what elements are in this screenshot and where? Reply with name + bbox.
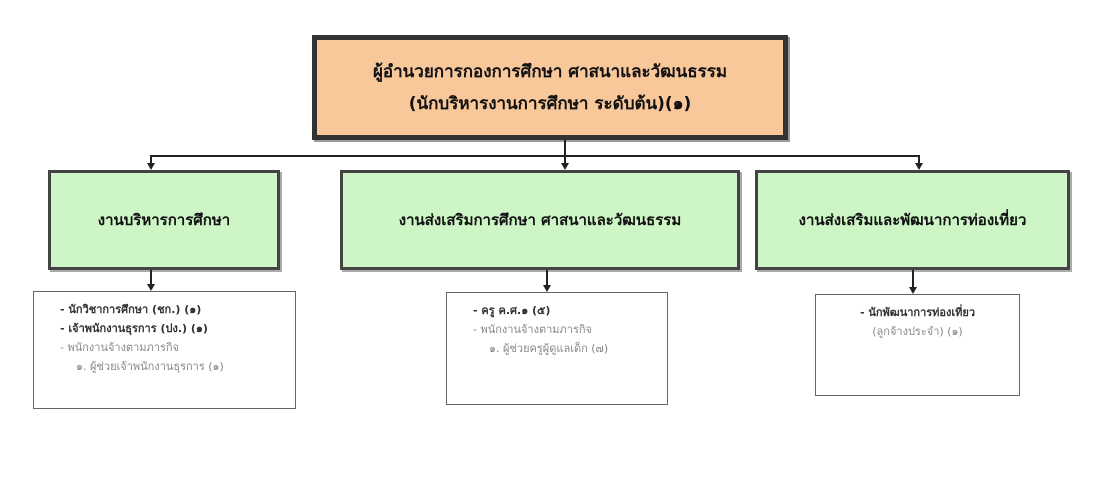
connector bbox=[150, 270, 152, 284]
staff-item: - พนักงานจ้างตามภารกิจ bbox=[60, 341, 179, 354]
staff-item: (ลูกจ้างประจำ) (๑) bbox=[872, 325, 963, 338]
connector bbox=[150, 155, 152, 164]
connector bbox=[546, 270, 548, 285]
staff-box-tourism: - นักพัฒนาการท่องเที่ยว (ลูกจ้างประจำ) (… bbox=[815, 294, 1020, 396]
arrow-icon bbox=[147, 163, 155, 170]
connector bbox=[564, 155, 566, 164]
connector bbox=[912, 270, 914, 287]
unit-name: งานบริหารการศึกษา bbox=[97, 211, 231, 229]
unit-box-tourism: งานส่งเสริมและพัฒนาการท่องเที่ยว bbox=[755, 170, 1070, 270]
connector bbox=[150, 155, 920, 157]
unit-box-education: งานส่งเสริมการศึกษา ศาสนาและวัฒนธรรม bbox=[340, 170, 740, 270]
staff-item: - ครู ค.ศ.๑ (๕) bbox=[473, 304, 551, 317]
arrow-icon bbox=[909, 287, 917, 294]
staff-item: - นักวิชาการศึกษา (ชก.) (๑) bbox=[60, 303, 202, 316]
staff-item: ๑. ผู้ช่วยครูผู้ดูแลเด็ก (๗) bbox=[489, 342, 609, 355]
staff-item: ๑. ผู้ช่วยเจ้าพนักงานธุรการ (๑) bbox=[76, 360, 224, 373]
arrow-icon bbox=[147, 284, 155, 291]
arrow-icon bbox=[561, 163, 569, 170]
arrow-icon bbox=[915, 163, 923, 170]
unit-name: งานส่งเสริมและพัฒนาการท่องเที่ยว bbox=[798, 211, 1027, 229]
unit-box-admin: งานบริหารการศึกษา bbox=[48, 170, 280, 270]
unit-name: งานส่งเสริมการศึกษา ศาสนาและวัฒนธรรม bbox=[398, 211, 682, 229]
director-title: ผู้อำนวยการกองการศึกษา ศาสนาและวัฒนธรรม bbox=[372, 61, 728, 82]
staff-item: - เจ้าพนักงานธุรการ (ปง.) (๑) bbox=[60, 322, 208, 335]
staff-box-admin: - นักวิชาการศึกษา (ชก.) (๑) - เจ้าพนักงา… bbox=[33, 291, 296, 409]
staff-item: - นักพัฒนาการท่องเที่ยว bbox=[859, 306, 976, 319]
staff-box-education: - ครู ค.ศ.๑ (๕) - พนักงานจ้างตามภารกิจ ๑… bbox=[446, 292, 668, 405]
connector bbox=[918, 155, 920, 164]
staff-item: - พนักงานจ้างตามภารกิจ bbox=[473, 323, 592, 336]
director-box: ผู้อำนวยการกองการศึกษา ศาสนาและวัฒนธรรม … bbox=[312, 35, 788, 140]
connector bbox=[564, 140, 566, 156]
arrow-icon bbox=[543, 285, 551, 292]
director-subtitle: (นักบริหารงานการศึกษา ระดับต้น)(๑) bbox=[408, 93, 692, 114]
